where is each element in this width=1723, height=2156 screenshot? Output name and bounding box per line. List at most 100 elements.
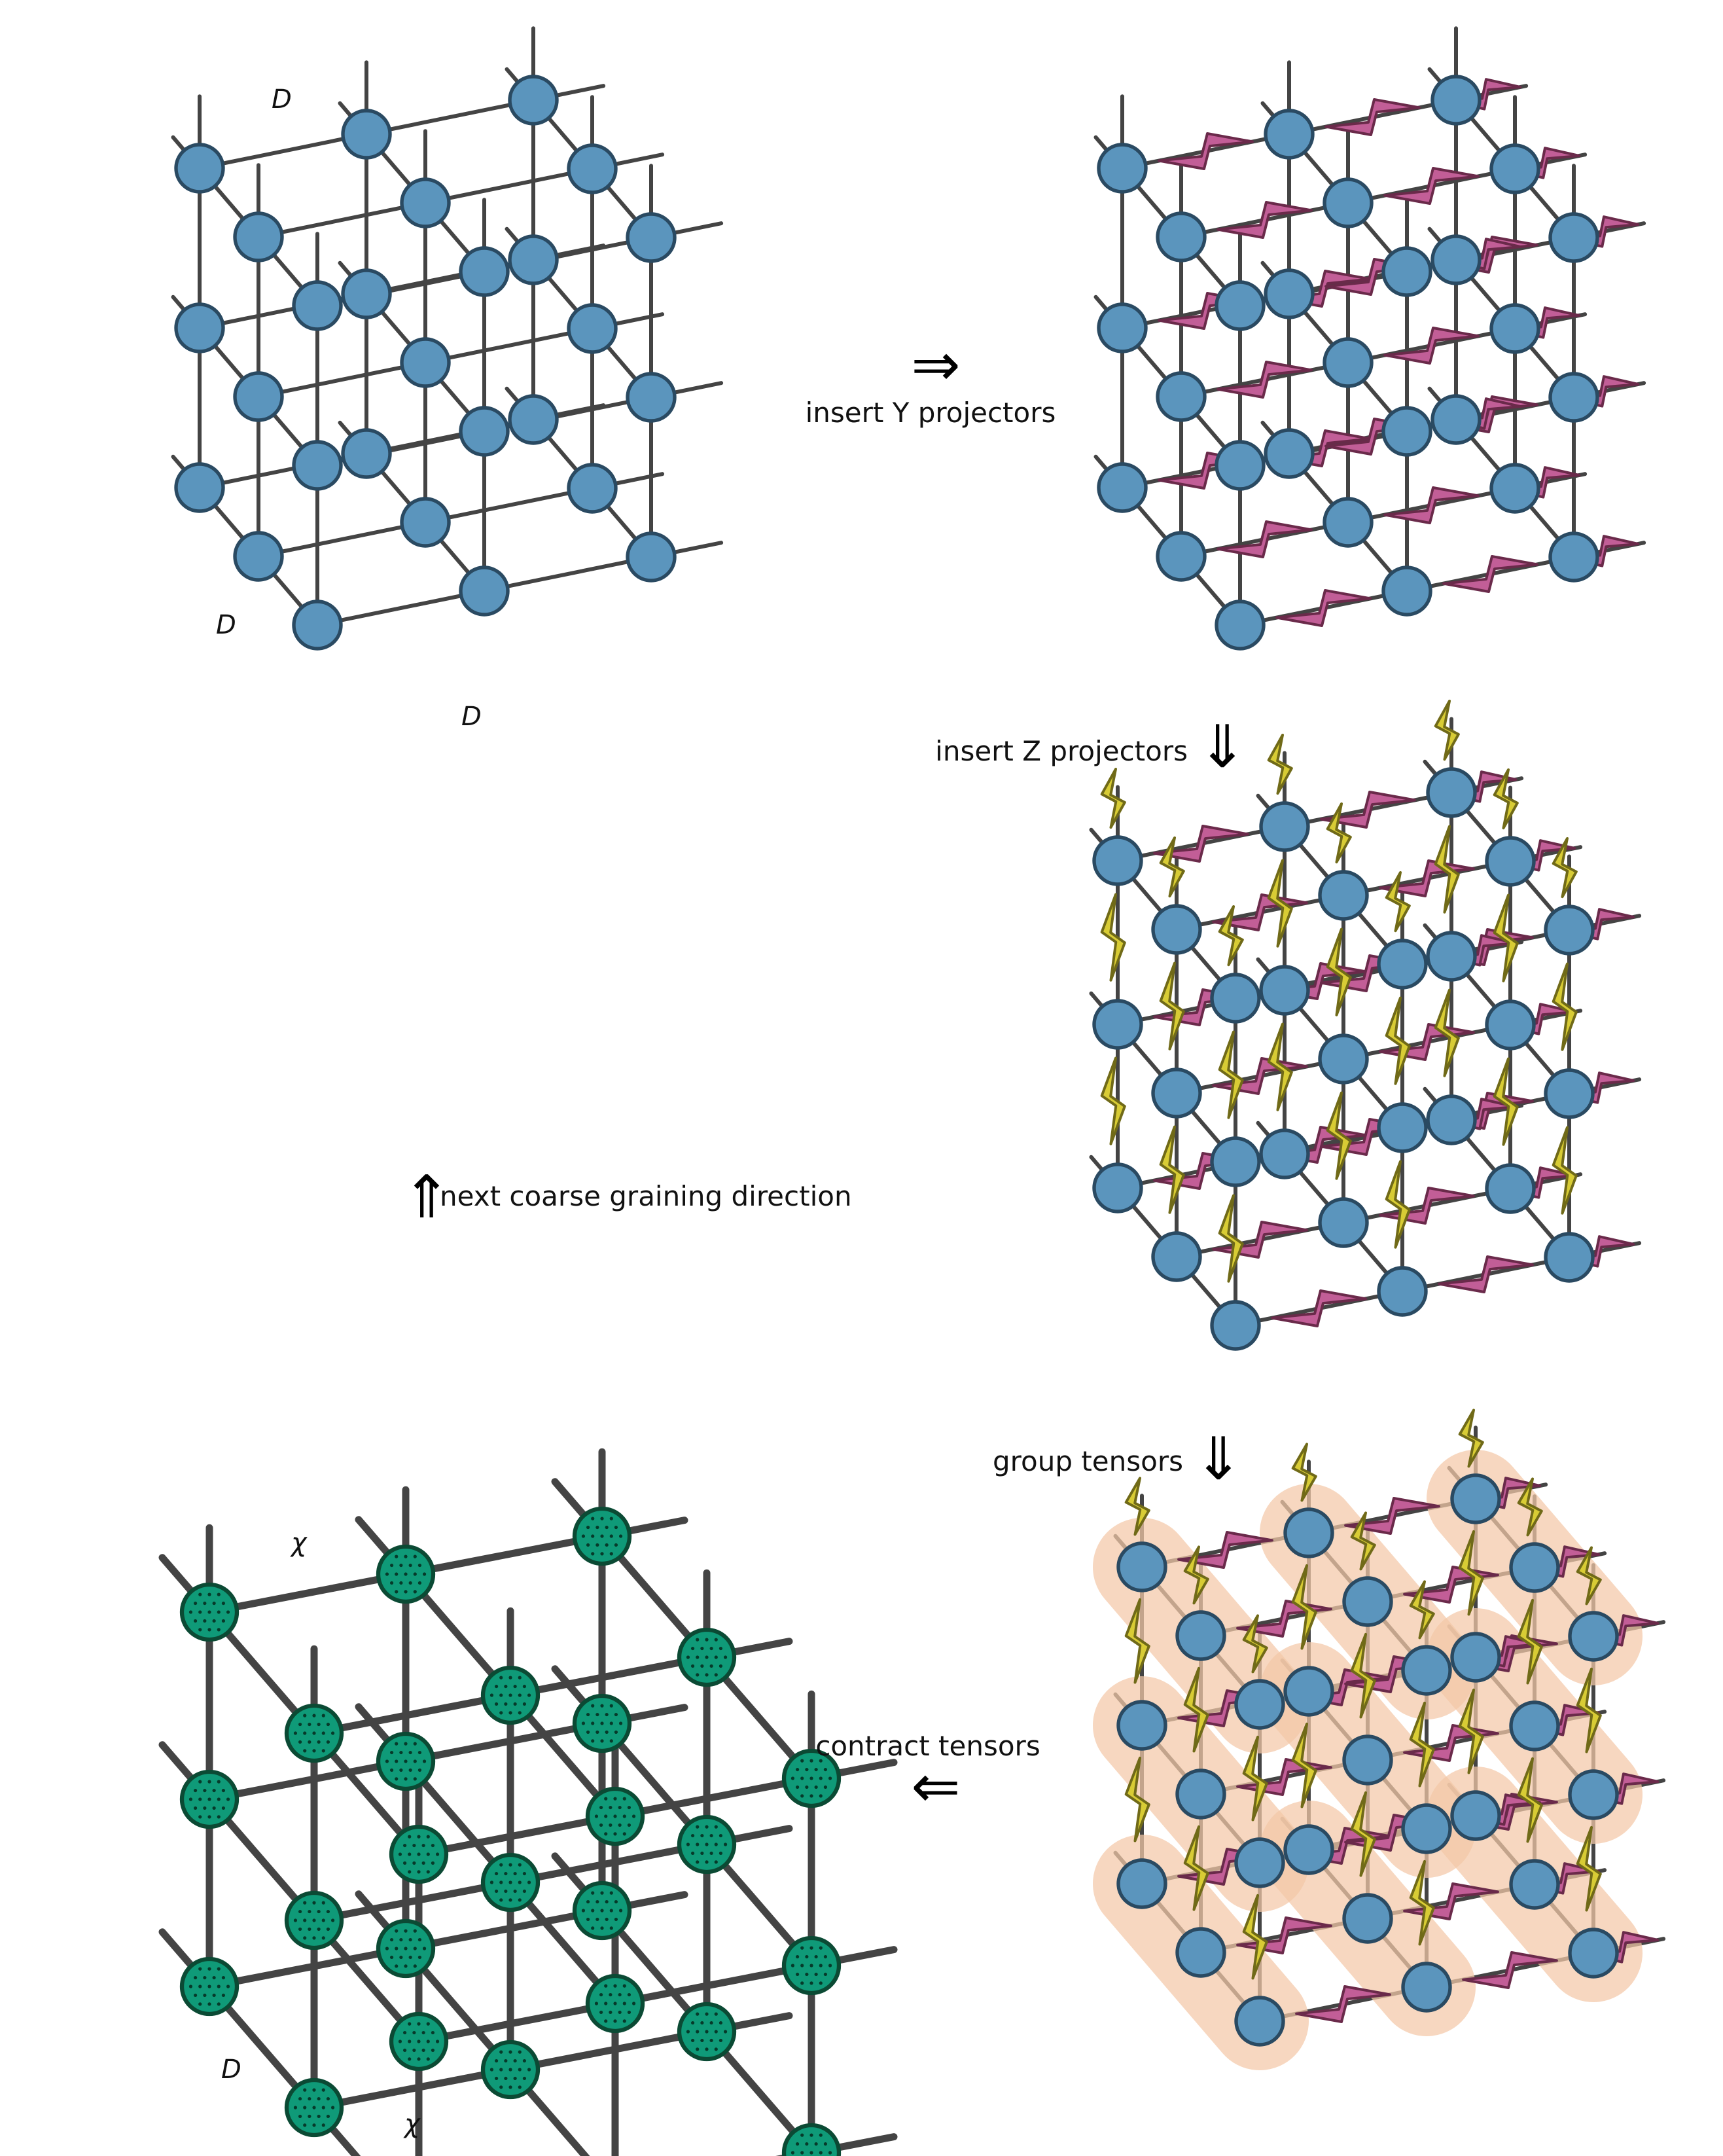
z-projector bbox=[1218, 1194, 1244, 1283]
next-direction-label: next coarse graining direction bbox=[440, 1180, 852, 1212]
tensor-node bbox=[1548, 212, 1599, 263]
z-projector bbox=[1291, 1564, 1317, 1650]
z-projector bbox=[1100, 1056, 1126, 1145]
z-projector bbox=[1326, 802, 1352, 864]
tensor-node bbox=[459, 566, 510, 617]
tensor-node bbox=[1509, 1542, 1560, 1593]
tensor-node bbox=[1342, 1734, 1393, 1786]
bond-label-d: D bbox=[461, 702, 482, 732]
z-projector bbox=[1159, 961, 1185, 1051]
z-projector bbox=[1267, 859, 1293, 948]
x-bond bbox=[205, 1945, 410, 1990]
tensor-node bbox=[1323, 497, 1374, 548]
y-projector bbox=[1217, 520, 1313, 558]
tensor-node bbox=[174, 143, 225, 194]
tensor-node bbox=[292, 440, 343, 491]
tensor-node bbox=[1210, 973, 1261, 1024]
x-bond bbox=[611, 1774, 815, 1820]
tensor-node bbox=[1092, 835, 1143, 886]
z-projector bbox=[1517, 1598, 1543, 1685]
z-projector bbox=[1434, 700, 1460, 761]
tensor-node bbox=[1234, 1996, 1285, 2047]
z-projector bbox=[1409, 1580, 1435, 1640]
step-label-contract: contract tensors bbox=[815, 1730, 1040, 1762]
tensor-node bbox=[1210, 1300, 1261, 1351]
z-projector bbox=[1517, 1477, 1543, 1537]
x-bond bbox=[315, 589, 486, 627]
tensor-node bbox=[1342, 1893, 1393, 1944]
tensor-node bbox=[1323, 337, 1374, 388]
tensor-node bbox=[1450, 1473, 1501, 1524]
tensor-node bbox=[292, 600, 343, 651]
z-projector bbox=[1100, 893, 1126, 982]
x-bond bbox=[402, 1907, 606, 1952]
y-projector bbox=[1217, 361, 1313, 399]
tensor-node bbox=[1175, 1610, 1226, 1661]
step-label-y: insert Y projectors bbox=[806, 397, 1056, 429]
z-projector bbox=[1434, 988, 1460, 1077]
x-bond bbox=[310, 2066, 514, 2111]
z-projector bbox=[1183, 1825, 1209, 1911]
bond-label-chi: χ bbox=[403, 2109, 421, 2139]
tensor-node bbox=[1430, 234, 1482, 285]
z-projector bbox=[1552, 837, 1578, 899]
bond-label-d: D bbox=[221, 2055, 241, 2085]
z-projector bbox=[1409, 1860, 1435, 1946]
tensor-node bbox=[1156, 371, 1207, 422]
y-projector bbox=[1344, 1497, 1440, 1535]
tensor-node bbox=[233, 371, 284, 422]
tensor-node bbox=[1401, 1962, 1452, 2013]
bond-label-chi: χ bbox=[290, 1528, 308, 1558]
up-arrow-icon: ⇑ bbox=[402, 1163, 451, 1232]
y-projector bbox=[1271, 1289, 1367, 1327]
tensor-node bbox=[1175, 1769, 1226, 1820]
step-label-group: group tensors bbox=[993, 1445, 1183, 1477]
tensor-node bbox=[1156, 531, 1207, 582]
tensor-node bbox=[1381, 246, 1432, 297]
y-projector bbox=[1320, 791, 1416, 829]
tensor-node bbox=[1318, 1197, 1369, 1248]
tensor-node bbox=[1215, 280, 1266, 331]
tensor-node bbox=[1318, 1033, 1369, 1085]
tensor-node bbox=[1151, 1068, 1202, 1119]
tensor-node bbox=[459, 246, 510, 297]
tensor-node bbox=[1426, 767, 1477, 818]
tensor-node bbox=[1426, 931, 1477, 982]
tensor-node bbox=[1283, 1507, 1334, 1558]
x-bond bbox=[364, 98, 535, 136]
x-bond bbox=[423, 486, 594, 524]
tensor-node bbox=[1342, 1576, 1393, 1627]
tensor-node bbox=[1234, 1679, 1285, 1730]
tensor-node bbox=[626, 372, 677, 423]
tensor-node bbox=[1151, 904, 1202, 955]
tensor-node bbox=[1450, 1790, 1501, 1841]
tensor-node bbox=[1175, 1927, 1226, 1978]
z-projector bbox=[1458, 1409, 1484, 1468]
tensor-node bbox=[1377, 1266, 1428, 1317]
x-bond bbox=[310, 1691, 514, 1737]
tensor-layer bbox=[174, 75, 677, 651]
z-projector bbox=[1350, 1632, 1376, 1719]
y-projector bbox=[1158, 132, 1254, 170]
tensor-node bbox=[341, 109, 392, 160]
tensor-node bbox=[1234, 1837, 1285, 1888]
tensor-layer bbox=[1116, 1473, 1619, 2047]
x-bond bbox=[205, 1570, 410, 1616]
x-bond bbox=[402, 1719, 606, 1765]
tensor-node bbox=[1485, 836, 1536, 887]
x-bond bbox=[423, 327, 594, 365]
tensor-node bbox=[400, 497, 451, 548]
tensor-node bbox=[174, 302, 225, 353]
tensor-node bbox=[1485, 1163, 1536, 1214]
x-bond bbox=[257, 201, 427, 239]
tensor-node bbox=[1318, 870, 1369, 921]
y-projector bbox=[1324, 98, 1421, 136]
tensor-node bbox=[1210, 1136, 1261, 1187]
tensor-node bbox=[292, 280, 343, 331]
z-projector bbox=[1242, 1894, 1268, 1980]
tensor-node bbox=[1509, 1700, 1560, 1752]
tensor-node bbox=[1092, 999, 1143, 1050]
tensor-node bbox=[1485, 999, 1536, 1051]
tensor-node bbox=[1151, 1231, 1202, 1282]
tensor-node bbox=[567, 143, 618, 194]
